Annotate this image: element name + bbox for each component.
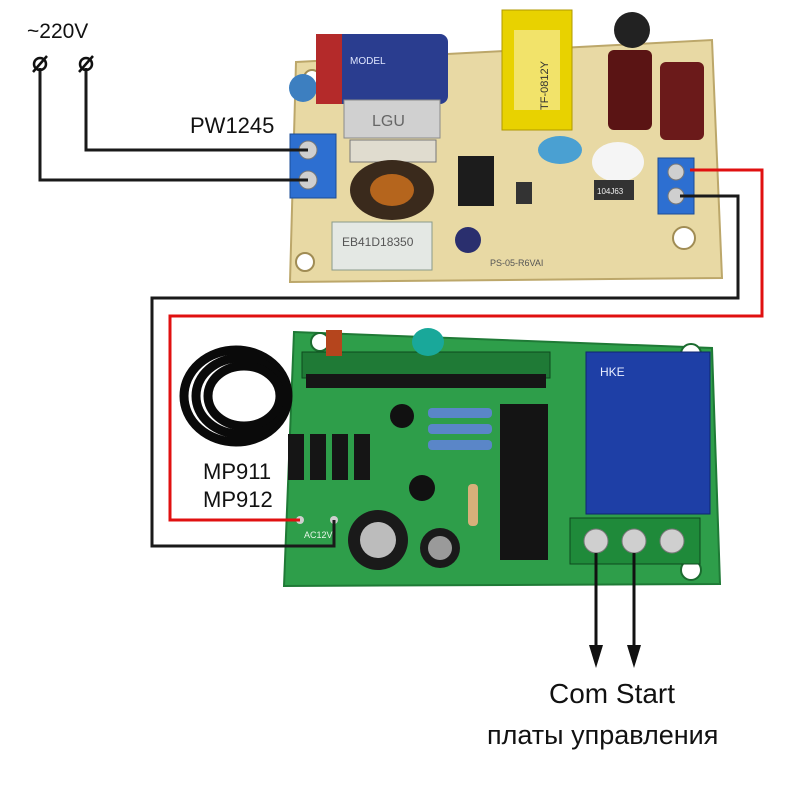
output-terminals-label: Com Start <box>549 678 676 709</box>
coil-marking: EB41D18350 <box>342 235 414 249</box>
receiver-model-label-2: MP912 <box>203 487 273 512</box>
psu-board-model: PS-05-R6VAI <box>490 258 543 268</box>
mains-wire-1 <box>38 68 308 182</box>
filter-marking: LGU <box>372 113 405 130</box>
relay-brand: HKE <box>600 365 625 379</box>
antenna-coil <box>179 345 293 447</box>
transformer-marking: TF-0812Y <box>539 60 551 110</box>
mains-voltage-label: ~220V <box>27 20 89 43</box>
black-output-wire <box>150 194 740 548</box>
receiver-model-label-1: MP911 <box>203 459 272 484</box>
mains-terminals <box>32 55 94 73</box>
receiver-board: HKE AC12V <box>179 328 722 588</box>
output-target-label: платы управления <box>487 720 719 750</box>
power-supply-board: MODEL LGU EB41D18350 TF-0812Y 104J63 <box>288 9 724 284</box>
wires <box>38 68 764 548</box>
red-output-wire <box>168 168 764 522</box>
resistor-marking: 104J63 <box>597 187 624 196</box>
capacitor-marking: MODEL <box>350 56 386 67</box>
ac12v-marking: AC12V <box>304 530 333 540</box>
mains-wire-2 <box>84 68 308 152</box>
psu-model-label: PW1245 <box>190 113 275 138</box>
output-arrows <box>589 553 641 668</box>
